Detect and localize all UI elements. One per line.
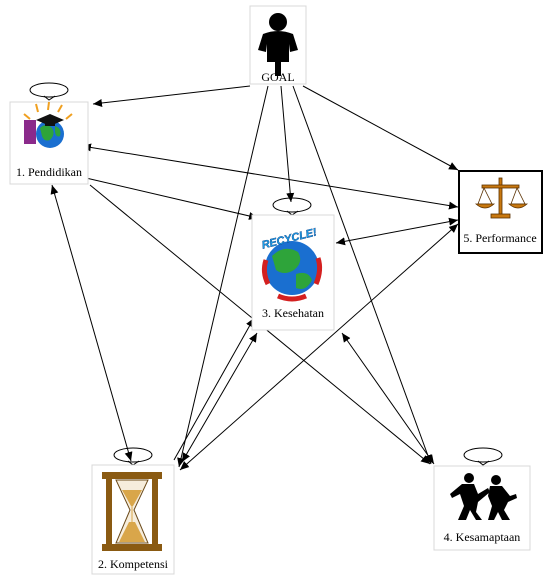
edge-pendidikan-performance <box>81 143 459 210</box>
self-loop-kompetensi <box>113 447 153 463</box>
edge-goal-kesehatan <box>280 85 295 203</box>
scales-icon <box>474 177 529 219</box>
node-label-kesehatan: 3. Kesehatan <box>262 306 324 320</box>
edge-kompetensi-performance <box>179 223 459 471</box>
node-label-pendidikan: 1. Pendidikan <box>16 165 82 179</box>
edge-goal-performance <box>302 85 459 171</box>
edge-kesehatan-kesamaptaan <box>341 332 435 465</box>
node-label-kesamaptaan: 4. Kesamaptaan <box>444 530 521 544</box>
node-label-kompetensi: 2. Kompetensi <box>98 557 169 571</box>
self-loop-kesehatan <box>272 197 312 213</box>
node-goal[interactable]: GOAL <box>249 5 307 85</box>
fighters-icon <box>450 473 517 520</box>
node-pendidikan[interactable]: 1. Pendidikan <box>9 101 89 185</box>
edge-goal-pendidikan <box>92 85 251 107</box>
hourglass-icon <box>102 472 162 551</box>
node-label-performance: 5. Performance <box>463 231 536 245</box>
graduate-globe-icon <box>23 101 73 148</box>
person-silhouette-icon <box>258 13 298 76</box>
node-performance[interactable]: 5. Performance <box>458 170 543 254</box>
node-kesamaptaan[interactable]: 4. Kesamaptaan <box>433 465 531 551</box>
node-kompetensi[interactable]: 2. Kompetensi <box>91 464 175 575</box>
edge-pendidikan-kompetensi <box>50 184 133 462</box>
edge-kesehatan-kompetensi <box>181 332 258 463</box>
node-label-goal: GOAL <box>261 70 294 84</box>
node-kesehatan[interactable]: RECYCLE! 3. Kesehatan <box>251 214 335 331</box>
self-loop-kesamaptaan <box>463 447 503 463</box>
edge-kompetensi-kesehatan <box>173 317 255 461</box>
edge-pendidikan-kesehatan <box>85 177 259 220</box>
self-loop-pendidikan <box>29 82 69 98</box>
edges <box>50 85 459 471</box>
